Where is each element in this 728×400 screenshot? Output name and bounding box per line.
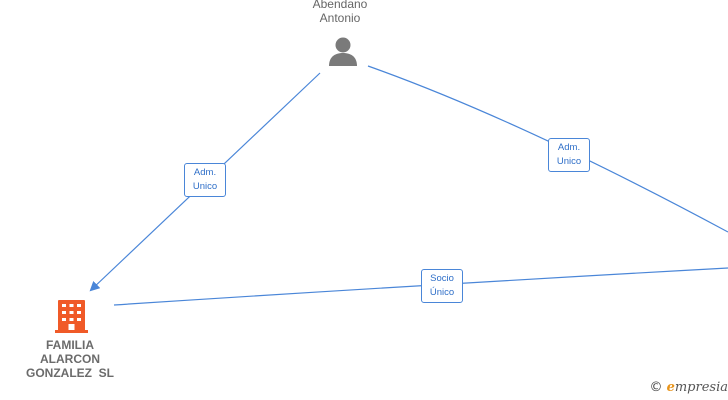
company-name-line3: GONZALEZ SL: [26, 366, 114, 380]
edge-label-adm-unico-1: Adm. Unico: [184, 163, 226, 197]
edge-person-to-offscreen: [367, 65, 728, 233]
edge-label-line2: Único: [429, 287, 455, 298]
edge-label-line1: Socio: [430, 273, 454, 284]
company-name-line2: ALARCON: [40, 352, 100, 366]
edge-label-line2: Unico: [192, 181, 218, 192]
person-name-line1: Abendano: [312, 0, 368, 11]
person-name-line2: Antonio: [319, 11, 361, 25]
edge-label-line1: Adm.: [193, 167, 217, 178]
edge-label-line1: Adm.: [557, 142, 581, 153]
brand-initial: e: [666, 380, 675, 395]
edge-offscreen-to-company: [113, 267, 728, 306]
building-icon[interactable]: [55, 300, 88, 333]
company-name[interactable]: FAMILIA ALARCON GONZALEZ SL: [10, 338, 130, 380]
copyright-symbol: ©: [649, 380, 663, 395]
empresia-logo: © empresia: [649, 380, 728, 395]
person-icon[interactable]: [329, 37, 357, 67]
edge-label-line2: Unico: [556, 156, 582, 167]
brand-rest: mpresia: [674, 380, 728, 395]
edge-label-adm-unico-2: Adm. Unico: [548, 138, 590, 172]
edge-label-socio-unico: Socio Único: [421, 269, 463, 303]
company-name-line1: FAMILIA: [46, 338, 94, 352]
person-name[interactable]: Abendano Antonio: [290, 0, 390, 25]
